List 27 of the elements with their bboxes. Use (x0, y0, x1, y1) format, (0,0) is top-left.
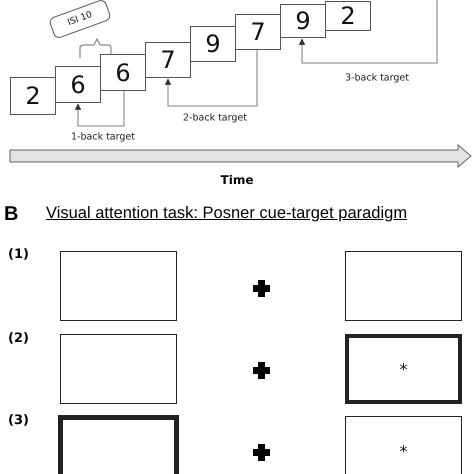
digit-card: 7 (145, 42, 191, 78)
digit-card: 2 (10, 77, 56, 115)
edge-label: 3-back target (345, 72, 409, 84)
axis-label: Time (220, 173, 254, 187)
empty-box (60, 334, 177, 404)
row-number: (3) (8, 413, 29, 428)
isi-box: ISI 10 (48, 0, 112, 40)
arrow (298, 0, 438, 64)
arrow (164, 50, 258, 107)
digit-card: 6 (100, 54, 146, 91)
digit-card: 2 (325, 1, 371, 31)
panel-title: Visual attention task: Posner cue-target paradigm (46, 204, 408, 223)
empty-box (345, 251, 462, 321)
digit-card: 9 (280, 4, 326, 38)
digit-card: 7 (235, 14, 281, 50)
stimulus-box: * (345, 416, 462, 474)
digit-card: 6 (55, 66, 101, 103)
row-number: (2) (8, 331, 29, 346)
empty-box (58, 415, 179, 474)
digit-card: 9 (190, 26, 236, 62)
empty-box (60, 251, 177, 321)
panel-letter: B (4, 203, 18, 226)
edge-label: 1-back target (71, 132, 135, 142)
stimulus-box: * (345, 334, 462, 404)
arrow (74, 91, 125, 127)
edge-label: 2-back target (183, 112, 247, 124)
row-number: (1) (8, 247, 29, 262)
